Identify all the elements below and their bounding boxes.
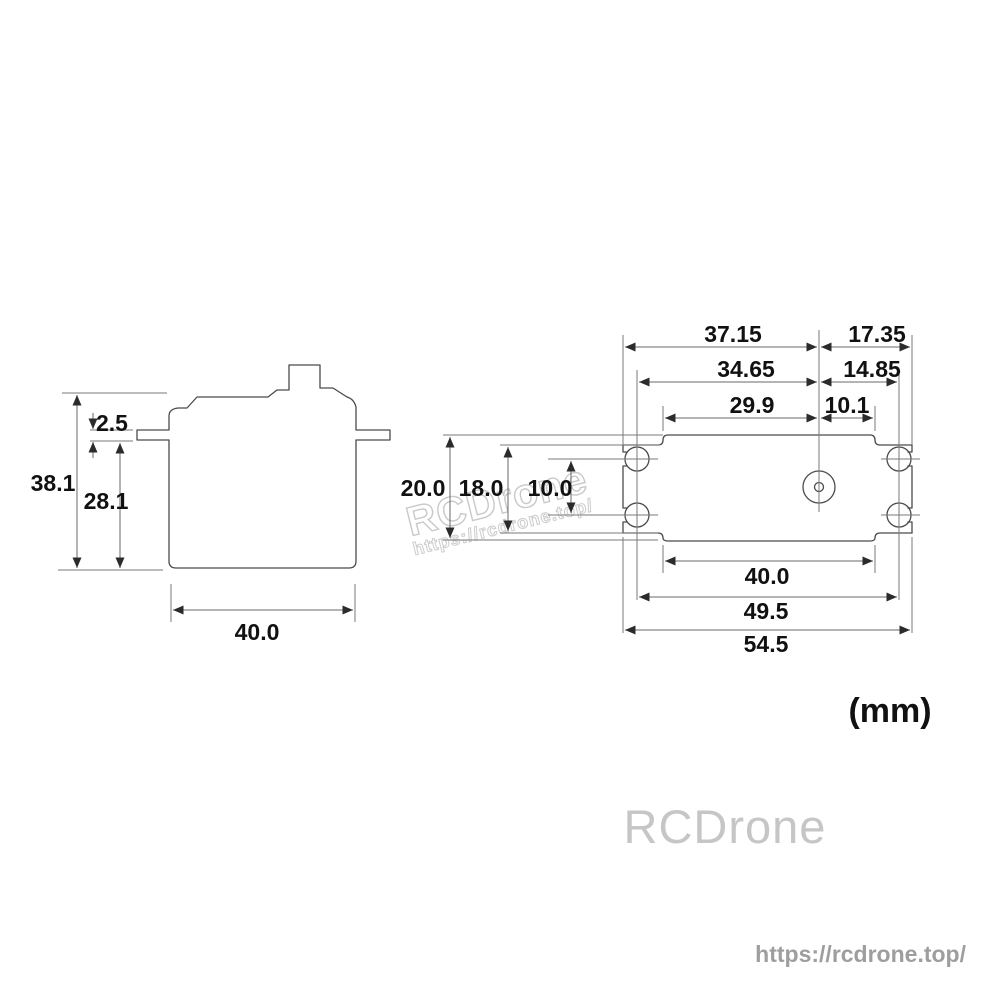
dim-label-shaft-to-flange-right: 17.35 (848, 321, 906, 347)
dim-label-flange-thickness: 2.5 (96, 410, 128, 436)
dim-label-flange-depth: 18.0 (459, 475, 504, 501)
top-view: 37.15 17.35 34.65 14.85 29.9 10.1 20.0 1… (401, 321, 920, 657)
dim-label-hole-row-spacing: 10.0 (528, 475, 573, 501)
watermark-footer-brand: RCDrone (624, 800, 827, 853)
dim-label-flange-left-to-shaft: 37.15 (704, 321, 762, 347)
dim-label-side-body-width: 40.0 (235, 619, 280, 645)
dim-label-top-body-width: 40.0 (745, 563, 790, 589)
side-view-extension-lines (58, 392, 356, 622)
top-view-extension-lines (443, 330, 920, 633)
dim-label-flange-width: 54.5 (744, 631, 789, 657)
dim-label-body-depth: 20.0 (401, 475, 446, 501)
watermark-footer-url: https://rcdrone.top/ (755, 941, 966, 967)
dim-label-hole-left-to-shaft: 34.65 (717, 356, 775, 382)
dim-label-overall-height: 38.1 (31, 470, 76, 496)
side-view-servo-outline (136, 364, 391, 569)
dim-label-lower-body-height: 28.1 (84, 488, 129, 514)
side-view-dimension-lines (72, 395, 353, 615)
unit-label: (mm) (848, 692, 931, 730)
watermark-diagonal: RCDrone https://rcdrone.top/ (401, 455, 596, 560)
side-view: 38.1 2.5 28.1 40.0 (31, 364, 391, 645)
top-view-servo-outline (622, 434, 913, 542)
dim-label-shaft-to-body-right: 10.1 (825, 392, 870, 418)
top-view-dimension-lines (445, 342, 910, 635)
dim-label-shaft-to-hole-right: 14.85 (843, 356, 901, 382)
dim-label-hole-span: 49.5 (744, 598, 789, 624)
mounting-holes (624, 446, 912, 528)
dim-label-body-left-to-shaft: 29.9 (730, 392, 775, 418)
